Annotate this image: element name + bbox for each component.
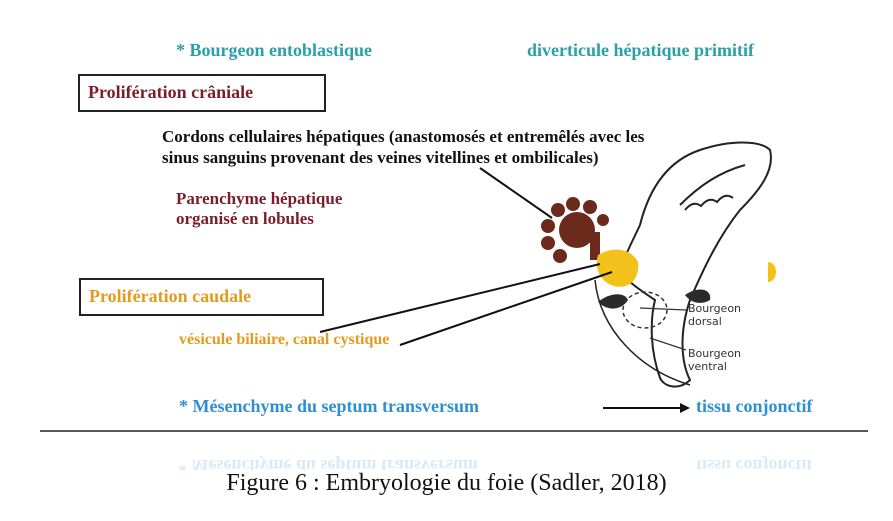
text-reflection: * Mésenchyme du septum transversum tissu… — [170, 430, 890, 470]
vesicule-pointer-line-2 — [400, 272, 612, 345]
pancreatic-bud-dashed — [623, 292, 667, 328]
vesicule-pointer-line-1 — [320, 264, 600, 332]
reflection-mesenchyme: * Mésenchyme du septum transversum — [178, 456, 478, 470]
mesenchyme-label: * Mésenchyme du septum transversum — [179, 396, 479, 417]
diverticule-label: diverticule hépatique primitif — [527, 40, 754, 61]
gut-lumen-ridges — [680, 165, 745, 210]
dorsal-pancreas-icon — [598, 294, 628, 308]
yellow-bud-right-icon — [768, 262, 776, 282]
parenchyme-label-line2: organisé en lobules — [176, 209, 314, 229]
bourgeon-dorsal-pointer — [640, 308, 686, 310]
bourgeon-ventral-pointer — [650, 338, 686, 350]
cordons-label-line2: sinus sanguins provenant des veines vite… — [162, 148, 599, 168]
cordons-label-line1: Cordons cellulaires hépatiques (anastomo… — [162, 127, 644, 147]
proliferation-caudale-box: Prolifération caudale — [79, 278, 324, 316]
mesenchyme-arrow-head — [680, 403, 690, 413]
cordons-pointer-line — [480, 168, 552, 218]
bourgeon-dorsal-label-1: Bourgeon — [688, 302, 741, 315]
proliferation-craniale-box: Prolifération crâniale — [78, 74, 326, 112]
proliferation-craniale-label: Prolifération crâniale — [88, 82, 253, 102]
vesicule-label: vésicule biliaire, canal cystique — [179, 331, 389, 349]
gut-tube-outline — [620, 143, 771, 387]
bourgeon-entoblastique-label: * Bourgeon entoblastique — [176, 40, 372, 61]
reflection-tissu: tissu conjonctif — [696, 455, 813, 470]
bourgeon-dorsal-label-2: dorsal — [688, 315, 722, 328]
tissu-conjonctif-label: tissu conjonctif — [696, 396, 813, 417]
gallbladder-bud-icon — [597, 250, 638, 287]
proliferation-caudale-label: Prolifération caudale — [89, 286, 251, 306]
parenchyme-label-line1: Parenchyme hépatique — [176, 189, 342, 209]
liver-parenchyma-icon — [541, 197, 609, 263]
duodenal-loop — [595, 280, 690, 385]
figure-caption: Figure 6 : Embryologie du foie (Sadler, … — [0, 470, 893, 497]
bourgeon-ventral-label-1: Bourgeon — [688, 347, 741, 360]
ventral-pancreas-icon — [685, 290, 710, 303]
bourgeon-ventral-label-2: ventral — [688, 360, 727, 373]
